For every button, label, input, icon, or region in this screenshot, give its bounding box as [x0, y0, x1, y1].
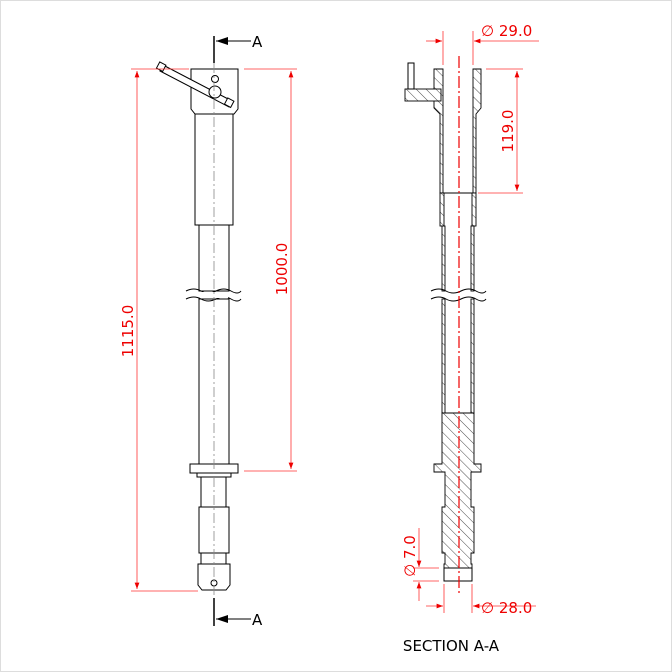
- dimension-overall-length: 1115.0: [119, 68, 198, 592]
- solid-spigot: [433, 412, 482, 582]
- svg-text:1115.0: 1115.0: [119, 305, 137, 358]
- break-line-top: [185, 288, 242, 294]
- dimension-socket-depth: 119.0: [478, 68, 523, 194]
- break-line-bottom: [185, 296, 242, 302]
- handle-lug: [404, 88, 442, 102]
- svg-text:∅ 29.0: ∅ 29.0: [481, 22, 532, 40]
- section-title: SECTION A-A: [403, 637, 500, 655]
- section-view: ∅ 29.0 119.0 ∅ 7.0 ∅ 28.0 SECTION A-A: [401, 22, 539, 655]
- locking-handle[interactable]: [155, 61, 235, 109]
- svg-text:1000.0: 1000.0: [273, 243, 291, 296]
- socket-wall-right: [472, 68, 482, 194]
- svg-text:119.0: 119.0: [499, 110, 517, 153]
- dimension-diameter-bottom: ∅ 28.0: [426, 584, 536, 617]
- dimension-diameter-top: ∅ 29.0: [426, 22, 539, 65]
- svg-text:∅ 7.0: ∅ 7.0: [401, 535, 419, 577]
- svg-text:∅ 28.0: ∅ 28.0: [481, 599, 532, 617]
- front-view: A A 1115.0 1000.0: [119, 33, 297, 629]
- handle-pin: [407, 62, 415, 90]
- section-label-top: A: [252, 33, 263, 51]
- dimension-hole-diameter: ∅ 7.0: [401, 528, 439, 601]
- dimension-tube-length: 1000.0: [244, 68, 297, 472]
- upper-tube: [194, 113, 234, 226]
- socket-wall-left: [433, 68, 444, 194]
- section-label-bottom: A: [252, 611, 263, 629]
- small-hole: [211, 75, 219, 83]
